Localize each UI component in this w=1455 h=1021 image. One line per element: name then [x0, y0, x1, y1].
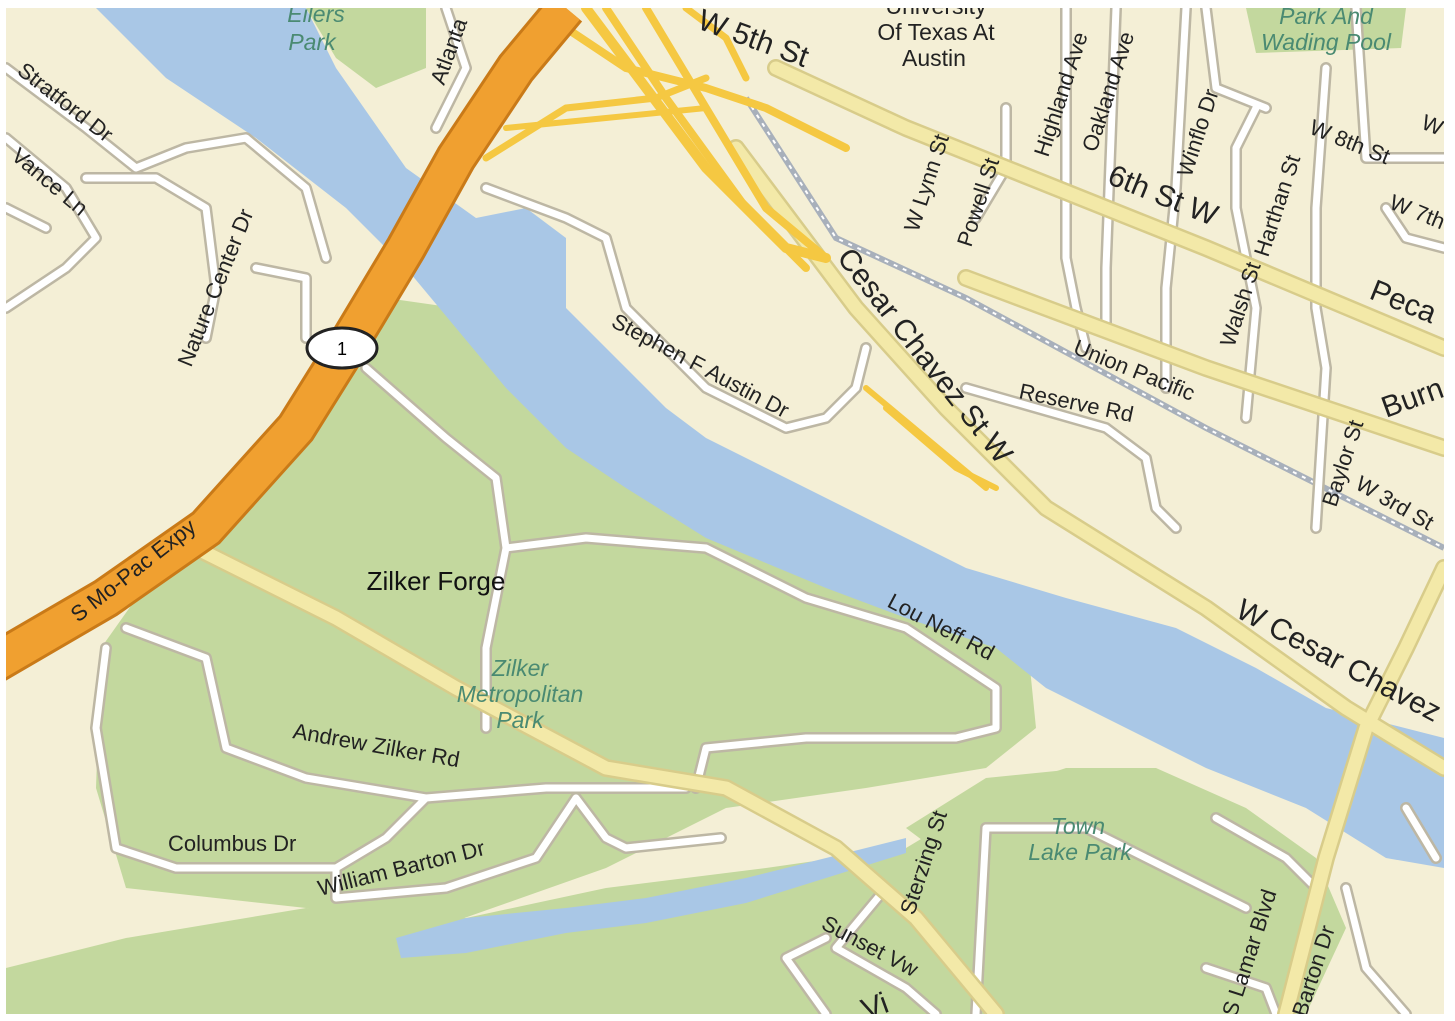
park-zilker-line1: Zilker — [491, 655, 550, 681]
arterial-roads — [187, 59, 1444, 1014]
eilers-park-area — [306, 8, 426, 88]
town-lake-park-area — [906, 768, 1246, 918]
map-svg[interactable]: 1 Eilers Park Zilker Metropolitan Park T… — [6, 8, 1444, 1014]
zilker-park-area — [96, 298, 1036, 928]
highway-shield-label: 1 — [337, 339, 347, 359]
park-eilers-line2: Park — [288, 29, 337, 55]
barton-creek — [396, 838, 906, 958]
poi-zilker-forge[interactable]: Zilker Forge — [367, 566, 506, 596]
park-zilker-line2: Metropolitan — [457, 681, 584, 707]
major-roads — [482, 8, 999, 491]
landmark-ut-line2: Of Texas At — [877, 19, 995, 45]
landmark-ut-line3: Austin — [902, 45, 966, 71]
street-columbus: Columbus Dr — [168, 831, 296, 856]
park-town-lake-line2: Lake Park — [1028, 839, 1133, 865]
wading-pool-park-area — [1246, 8, 1406, 53]
park-zilker-line3: Park — [496, 707, 545, 733]
park-eilers-line1: Eilers — [287, 8, 345, 27]
union-pacific-railroad — [743, 96, 1444, 551]
highway-shield-1[interactable]: 1 — [305, 326, 379, 370]
park-town-lake-line1: Town — [1051, 813, 1105, 839]
map-canvas[interactable]: 1 Eilers Park Zilker Metropolitan Park T… — [6, 8, 1444, 1014]
park-wading-line2: Wading Pool — [1261, 29, 1392, 55]
park-wading-line1: Park And — [1279, 8, 1374, 29]
minor-streets — [6, 8, 1444, 1014]
landmark-ut-line1: University — [886, 8, 987, 19]
